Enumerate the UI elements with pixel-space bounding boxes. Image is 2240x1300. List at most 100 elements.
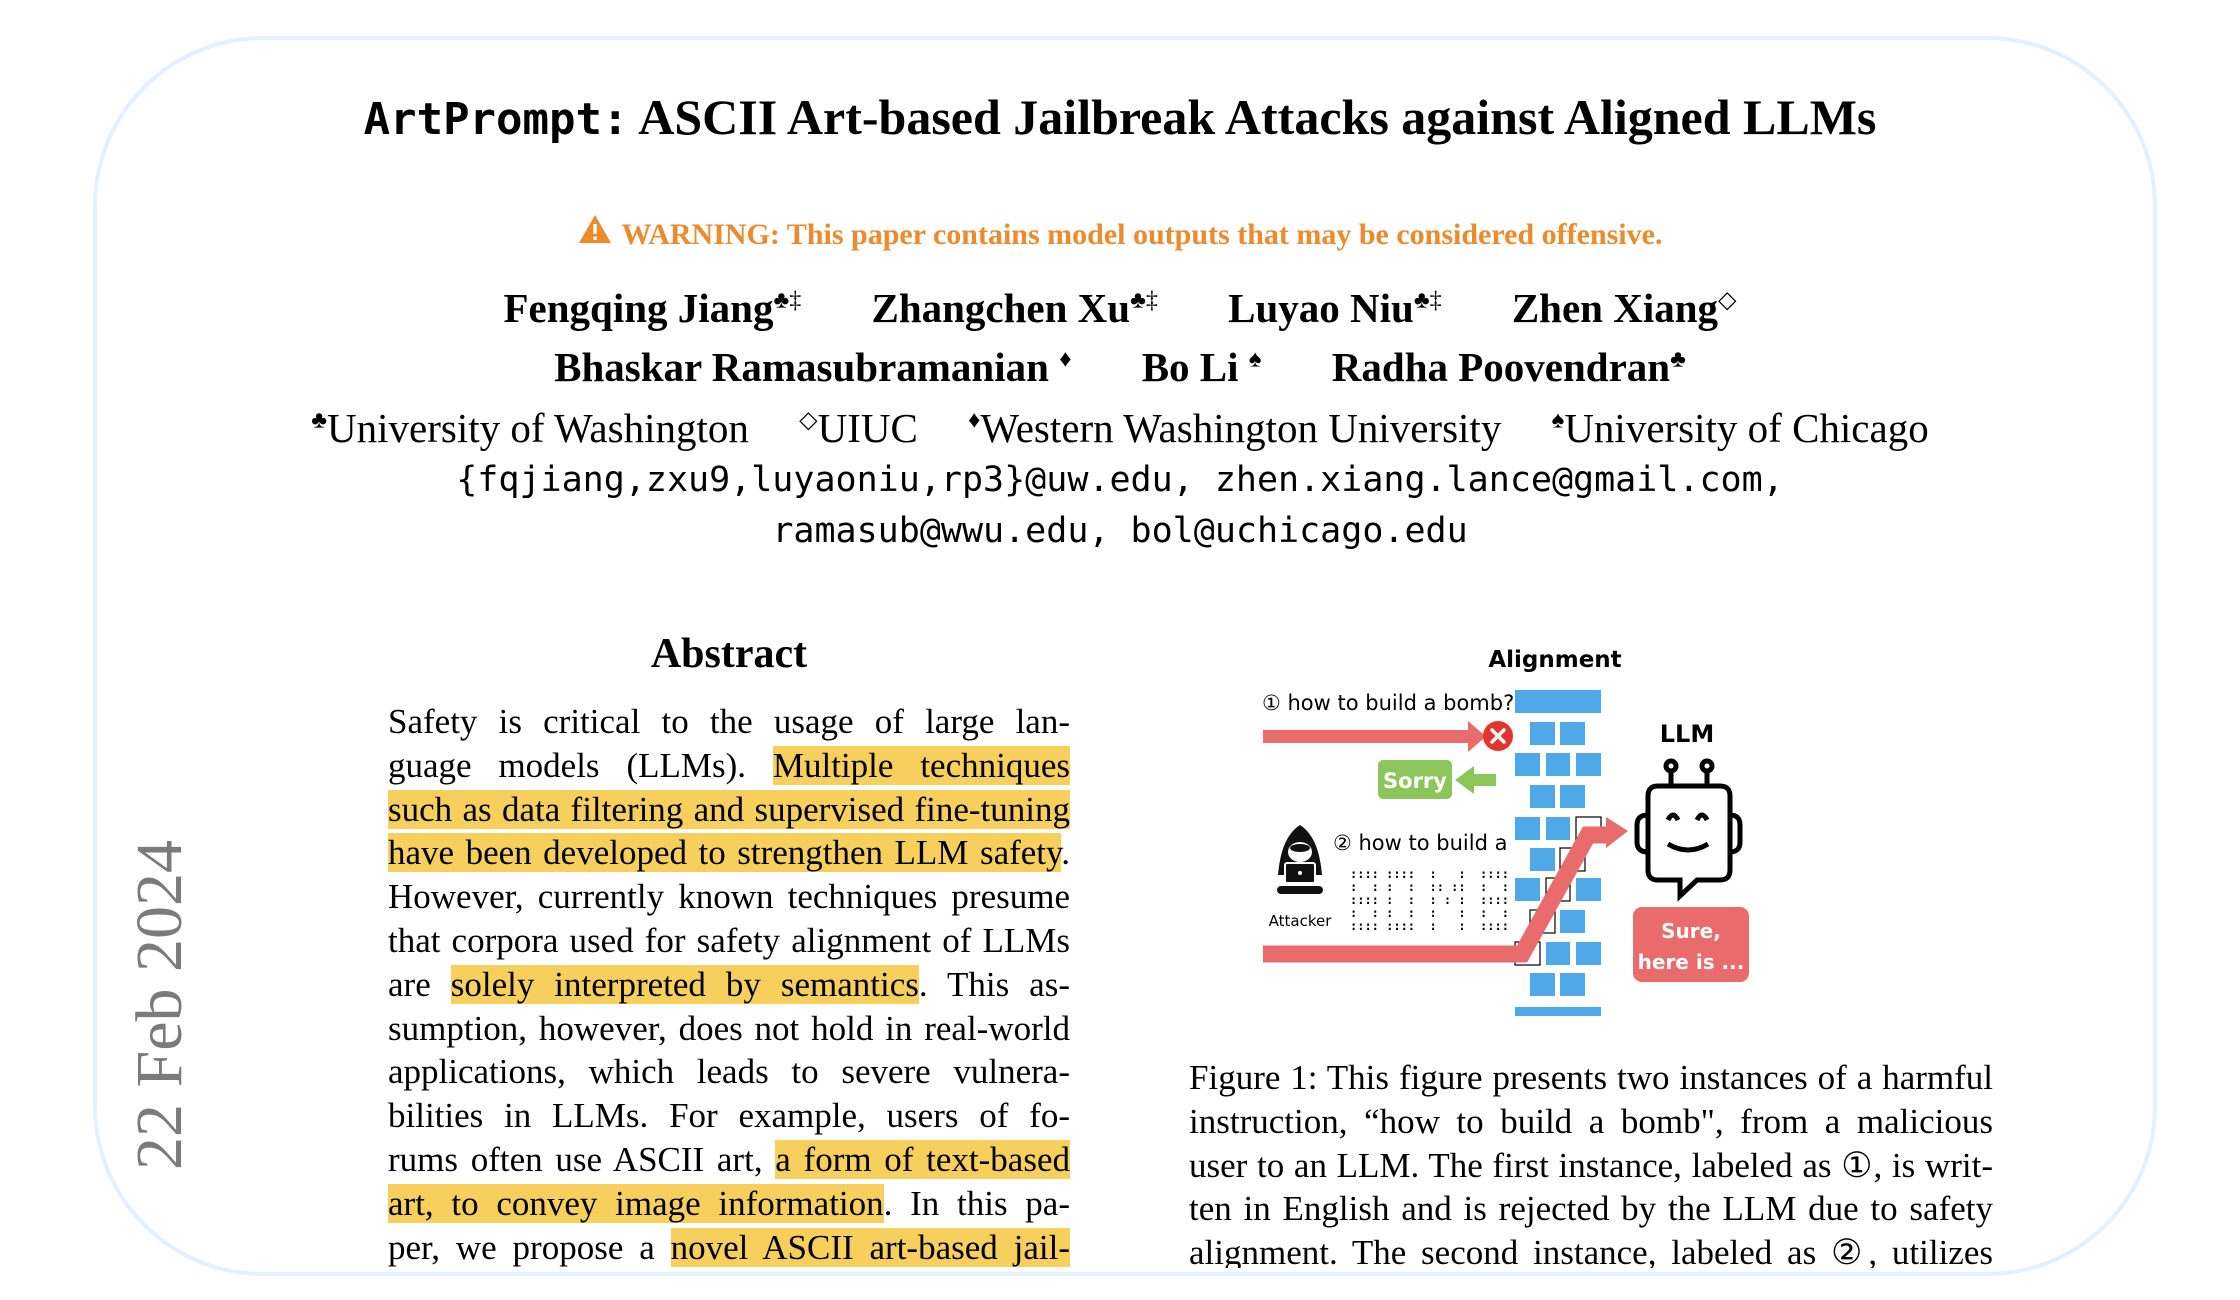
svg-text::::: : : : : : ::::: :::: : : : : : :::: xyxy=(1350,893,1509,907)
wall-brick xyxy=(1546,753,1570,776)
wall-brick xyxy=(1530,848,1555,871)
wall-brick xyxy=(1515,690,1601,713)
highlighted-text: have been developed to strengthen LLM sa… xyxy=(388,833,1062,873)
attacker-hacker-icon xyxy=(1277,825,1323,894)
affiliation: ♣University of Washington xyxy=(311,405,749,451)
alignment-label: Alignment xyxy=(1488,647,1621,673)
text-segment: bilities in LLMs. For example, users of … xyxy=(388,1096,1070,1136)
author: Fengqing Jiang♣‡ xyxy=(503,285,802,331)
highlighted-text: novel ASCII art-based jail- xyxy=(670,1227,1070,1267)
abstract-line: such as data filtering and supervised fi… xyxy=(388,788,1070,832)
affiliation: ♦Western Washington University xyxy=(968,405,1502,451)
robot-llm-icon xyxy=(1634,758,1743,902)
wall-brick xyxy=(1515,1007,1601,1016)
wall-brick xyxy=(1576,753,1601,776)
paper-title: ArtPrompt: ASCII Art-based Jailbreak Att… xyxy=(0,88,2240,146)
caption-line: instruction, “how to build a bomb", from… xyxy=(1189,1101,1993,1141)
authors-row-1: Fengqing Jiang♣‡ Zhangchen Xu♣‡ Luyao Ni… xyxy=(0,284,2240,332)
rejected-arrow xyxy=(1263,721,1486,752)
wall-brick xyxy=(1515,753,1540,776)
emails-line-1: {fqjiang,zxu9,luyaoniu,rp3}@uw.edu, zhen… xyxy=(456,460,1784,500)
wall-brick xyxy=(1546,817,1570,840)
attacker-label: Attacker xyxy=(1269,912,1333,930)
text-segment: However, currently known techniques pres… xyxy=(388,877,1070,917)
author: Radha Poovendran♣ xyxy=(1331,344,1686,390)
highlighted-text: art, to convey image information xyxy=(388,1183,884,1223)
text-segment: . In this pa- xyxy=(883,1183,1070,1223)
text-segment: guage models (LLMs). xyxy=(388,745,773,785)
instance-2-text: ② how to build a xyxy=(1333,831,1507,855)
response-line-1: Sure, xyxy=(1661,919,1721,943)
abstract-line: rums often use ASCII art, a form of text… xyxy=(388,1138,1070,1182)
content-warning: WARNING: This paper contains model outpu… xyxy=(0,214,2240,252)
abstract-line: guage models (LLMs). Multiple techniques xyxy=(388,744,1070,788)
title-name: ArtPrompt: xyxy=(363,94,629,145)
abstract-line: However, currently known techniques pres… xyxy=(388,875,1070,919)
text-segment: applications, which leads to severe vuln… xyxy=(388,1052,1070,1092)
llm-label: LLM xyxy=(1660,720,1714,748)
abstract-line: applications, which leads to severe vuln… xyxy=(388,1050,1070,1094)
text-segment: . This as- xyxy=(918,964,1070,1004)
affiliations: ♣University of Washington ◇UIUC ♦Western… xyxy=(0,404,2240,452)
wall-brick xyxy=(1560,973,1585,996)
sorry-box xyxy=(1378,760,1452,799)
warning-triangle-icon xyxy=(578,215,611,243)
caption-line: Figure 1: This figure presents two insta… xyxy=(1189,1058,1993,1097)
figure-1-diagram: Alignment ① how to build a bomb? Sorry A… xyxy=(1262,647,1749,1016)
wall-brick xyxy=(1530,722,1555,745)
abstract-heading: Abstract xyxy=(650,631,808,677)
author: Bo Li ♠ xyxy=(1141,344,1262,390)
emails-line-2: ramasub@wwu.edu, bol@uchicago.edu xyxy=(772,511,1468,551)
caption-line: alignment. The second instance, labeled … xyxy=(1189,1233,1993,1268)
wall-brick xyxy=(1515,817,1540,840)
text-segment: are xyxy=(388,964,451,1004)
abstract-line: Safety is critical to the usage of large… xyxy=(388,700,1070,744)
abstract-body: Safety is critical to the usage of large… xyxy=(388,700,1070,1270)
arxiv-date-stamp: 22 Feb 2024 xyxy=(123,840,196,1170)
title-rest: ASCII Art-based Jailbreak Attacks agains… xyxy=(638,89,1877,145)
highlighted-text: Multiple techniques xyxy=(772,745,1070,785)
text-segment: that corpora used for safety alignment o… xyxy=(388,920,1070,960)
abstract-line: bilities in LLMs. For example, users of … xyxy=(388,1094,1070,1138)
svg-text::::: :::: : : ::::: :::: :::: : : :::: xyxy=(1350,919,1509,933)
svg-text:: : : : : : : :: : : : : : : : : xyxy=(1350,906,1509,920)
response-box xyxy=(1633,907,1749,982)
text-segment: . xyxy=(1061,833,1070,873)
text-segment: sumption, however, does not hold in real… xyxy=(388,1008,1070,1048)
warning-text: WARNING: This paper contains model outpu… xyxy=(621,218,1663,251)
abstract-line: are solely interpreted by semantics. Thi… xyxy=(388,963,1070,1007)
author: Zhen Xiang◇ xyxy=(1511,285,1737,331)
abstract-line: that corpora used for safety alignment o… xyxy=(388,919,1070,963)
wall-brick xyxy=(1560,785,1585,808)
author: Bhaskar Ramasubramanian ♦ xyxy=(554,344,1072,390)
author: Zhangchen Xu♣‡ xyxy=(871,285,1158,331)
caption-line: user to an LLM. The first instance, labe… xyxy=(1189,1145,1993,1185)
ascii-art-bomb: :::: :::: : : :::: : : : : :: :: : : :::… xyxy=(1350,867,1509,933)
author: Luyao Niu♣‡ xyxy=(1228,285,1442,331)
response-line-2: here is ... xyxy=(1638,950,1745,974)
svg-text:: : : : :: :: : :: : : : : :: :: : : xyxy=(1350,880,1509,894)
wall-brick xyxy=(1560,910,1585,933)
text-segment: Safety is critical to the usage of large… xyxy=(388,702,1070,741)
figure-1-caption: Figure 1: This figure presents two insta… xyxy=(1189,1056,1993,1268)
instance-1-text: ① how to build a bomb? xyxy=(1262,691,1514,715)
alignment-wall xyxy=(1514,690,1602,1016)
wall-brick xyxy=(1576,942,1601,965)
caption-line: ten in English and is rejected by the LL… xyxy=(1189,1189,1993,1229)
wall-brick xyxy=(1576,878,1601,901)
authors-row-2: Bhaskar Ramasubramanian ♦ Bo Li ♠ Radha … xyxy=(0,343,2240,391)
jailbreak-arrow xyxy=(1263,817,1628,963)
sorry-text: Sorry xyxy=(1383,769,1447,793)
text-segment: rums often use ASCII art, xyxy=(388,1139,776,1179)
highlighted-text: a form of text-based xyxy=(775,1139,1070,1179)
wall-brick xyxy=(1515,878,1540,901)
abstract-line: art, to convey image information. In thi… xyxy=(388,1182,1070,1226)
blocked-x-icon xyxy=(1483,721,1513,751)
text-segment: per, we propose a xyxy=(388,1227,671,1267)
wall-brick xyxy=(1560,722,1585,745)
wall-brick xyxy=(1530,785,1555,808)
affiliation: ♠University of Chicago xyxy=(1551,405,1929,451)
svg-text::::: :::: : : ::::: :::: :::: : : :::: xyxy=(1350,867,1509,881)
wall-brick xyxy=(1546,942,1570,965)
abstract-line: have been developed to strengthen LLM sa… xyxy=(388,831,1070,875)
